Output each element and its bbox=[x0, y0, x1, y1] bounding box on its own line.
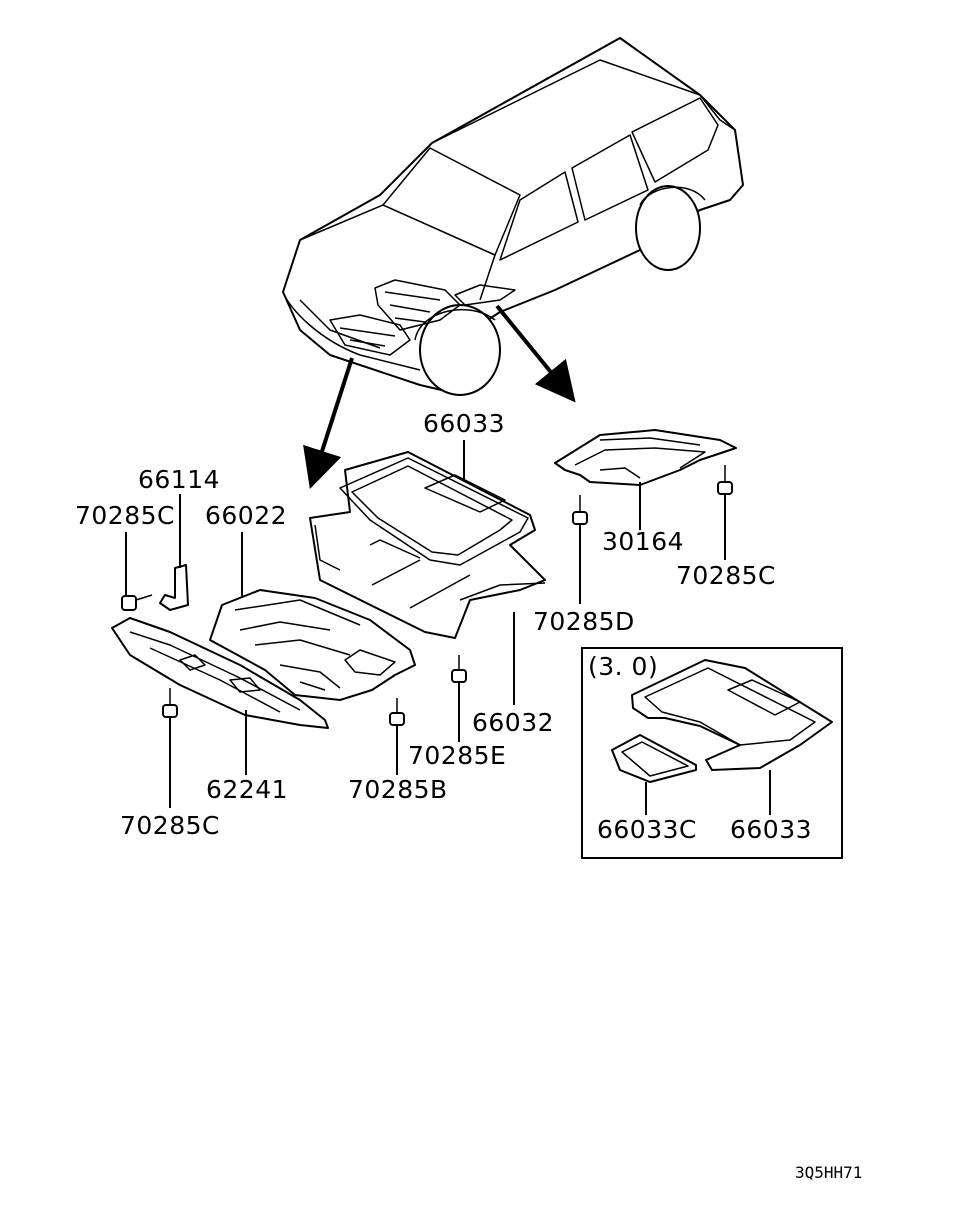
bolt-70285c-left bbox=[121, 594, 153, 611]
label-70285e: 70285E bbox=[408, 741, 506, 770]
label-66114: 66114 bbox=[138, 465, 220, 494]
label-66022: 66022 bbox=[205, 501, 287, 530]
inset-box-3-0 bbox=[581, 647, 843, 859]
bolt-70285b bbox=[389, 698, 405, 726]
bolt-70285c-bottom bbox=[162, 688, 178, 718]
leader-lines bbox=[125, 440, 726, 808]
bolt-70285c-right bbox=[717, 465, 733, 495]
label-66033c-inset: 66033C bbox=[597, 815, 697, 844]
bolt-70285e bbox=[451, 655, 467, 683]
label-70285c-bottom: 70285C bbox=[120, 811, 220, 840]
arrow-to-side-shield bbox=[495, 304, 576, 403]
vehicle-illustration bbox=[282, 37, 744, 396]
arrow-to-front-shield bbox=[303, 357, 354, 490]
label-70285d: 70285D bbox=[533, 607, 635, 636]
part-66033-66032-shield bbox=[309, 451, 546, 639]
label-70285c-right: 70285C bbox=[676, 561, 776, 590]
label-70285b: 70285B bbox=[348, 775, 448, 804]
label-62241: 62241 bbox=[206, 775, 288, 804]
part-62241-shield bbox=[111, 617, 329, 729]
label-70285c-left: 70285C bbox=[75, 501, 175, 530]
label-66033-inset: 66033 bbox=[730, 815, 812, 844]
label-30164: 30164 bbox=[602, 527, 684, 556]
part-66114-bracket bbox=[159, 564, 189, 611]
inset-title: (3. 0) bbox=[588, 652, 658, 681]
bolt-70285d bbox=[572, 495, 588, 525]
label-66033-top: 66033 bbox=[423, 409, 505, 438]
part-66022-shield bbox=[209, 589, 416, 701]
diagram-code: 3Q5HH71 bbox=[795, 1163, 862, 1182]
part-30164-shield bbox=[554, 429, 737, 486]
label-66032: 66032 bbox=[472, 708, 554, 737]
